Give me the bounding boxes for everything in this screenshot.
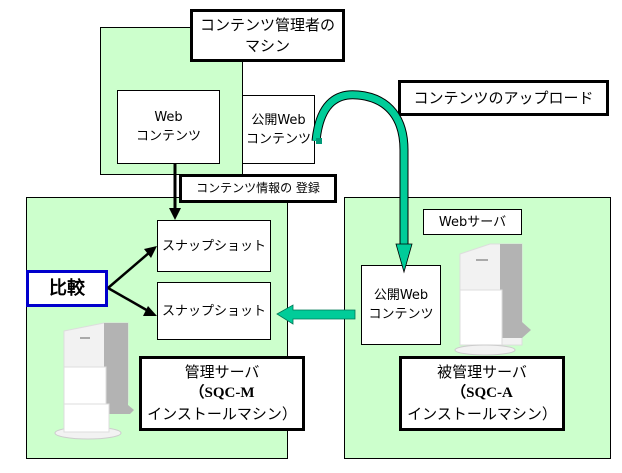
management-server-title: 管理サーバ [184, 363, 260, 381]
management-server-label: 管理サーバ （SQC-M インストールマシン） [139, 356, 305, 431]
compare-label: 比較 [26, 270, 108, 307]
snapshot-box-1: スナップショット [157, 220, 271, 272]
web-contents-box: Web コンテンツ [117, 90, 220, 164]
admin-machine-label: コンテンツ管理者の マシン [190, 9, 345, 62]
upload-label: コンテンツのアップロード [398, 80, 609, 116]
register-info-label: コンテンツ情報の 登録 [179, 174, 337, 203]
snapshot-box-2: スナップショット [157, 282, 271, 340]
public-web-contents-admin-box: 公開Web コンテンツ [242, 95, 315, 164]
web-server-label: Webサーバ [423, 209, 522, 235]
managed-server-product: （SQC-A [451, 385, 513, 401]
managed-server-title: 被管理サーバ [437, 363, 527, 381]
managed-server-suffix: インストールマシン） [407, 405, 557, 423]
management-server-product: （SQC-M [189, 385, 255, 401]
management-server-suffix: インストールマシン） [147, 405, 297, 423]
managed-server-label: 被管理サーバ （SQC-A インストールマシン） [399, 356, 565, 431]
public-web-contents-server-box: 公開Web コンテンツ [361, 265, 441, 345]
